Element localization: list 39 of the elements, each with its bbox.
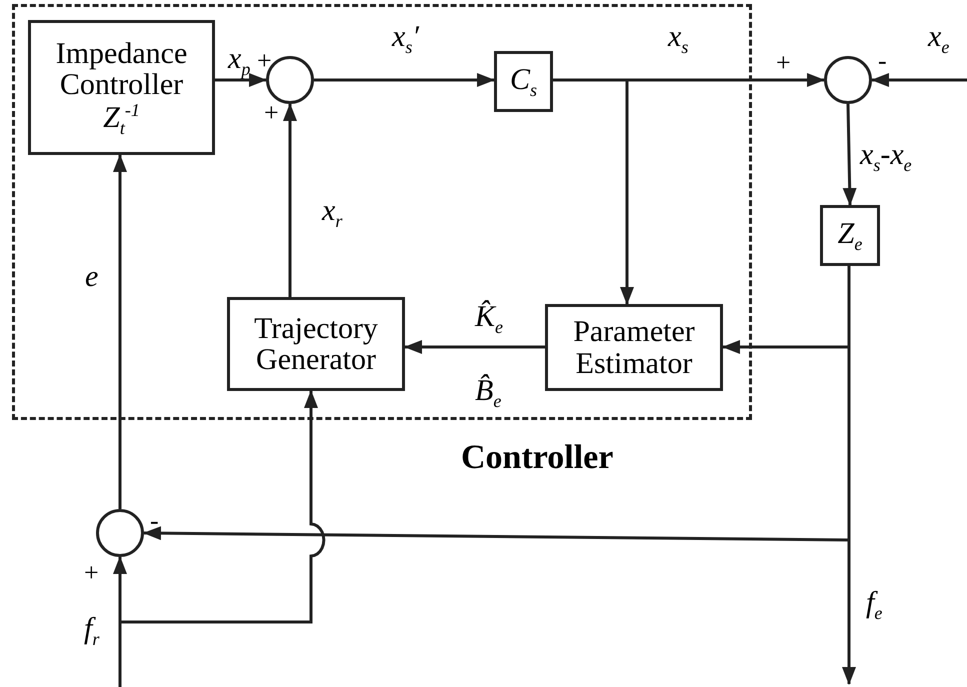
- block: [820, 205, 880, 266]
- signal-line: [215, 73, 267, 87]
- edge-label: f$_{e}$: [866, 588, 882, 622]
- block: [545, 304, 723, 391]
- group-title: Controller: [461, 439, 614, 477]
- block-label: Parameter Estimator: [572, 316, 696, 379]
- edge-label: x$_{e}$: [928, 22, 950, 56]
- block-label: Impedance Controller: [54, 38, 188, 101]
- sign-label: +: [84, 560, 99, 586]
- sign-label: -: [878, 48, 887, 74]
- edge-label: x$_{s}$′: [392, 22, 419, 56]
- signal-line: [553, 78, 634, 305]
- sign-label: -: [150, 508, 159, 534]
- edge-label: K̂$_{e}$: [475, 302, 504, 336]
- edge-label: f$_{r}$: [84, 614, 100, 648]
- signal-line: [842, 104, 857, 206]
- block: [28, 20, 215, 155]
- edge-label: e: [85, 262, 98, 292]
- sign-label: +: [776, 50, 791, 76]
- transfer-function: C$_{s}$: [510, 64, 538, 100]
- edge-label: x$_{s}$-x$_{e}$: [860, 140, 912, 174]
- signal-line: [314, 73, 495, 87]
- edge-label: x$_{p}$: [228, 44, 250, 78]
- block: [494, 51, 553, 112]
- sign-label: +: [257, 48, 272, 74]
- summing-junction: [96, 509, 144, 557]
- edge-label: x$_{r}$: [322, 196, 342, 230]
- signal-line: [113, 154, 127, 509]
- signal-line: [404, 340, 545, 354]
- signal-arrow: [842, 266, 856, 685]
- sign-label: +: [264, 100, 279, 126]
- block-label: Trajectory Generator: [253, 312, 379, 376]
- signal-arrow: [871, 73, 967, 87]
- block: [227, 297, 405, 391]
- summing-junction: [824, 56, 872, 104]
- signal-label: B̂$_{e}$: [475, 376, 502, 410]
- edge-label: x$_{s}$: [668, 22, 688, 56]
- transfer-function: Z$_{e}$: [838, 218, 862, 254]
- signal-line: [283, 103, 297, 297]
